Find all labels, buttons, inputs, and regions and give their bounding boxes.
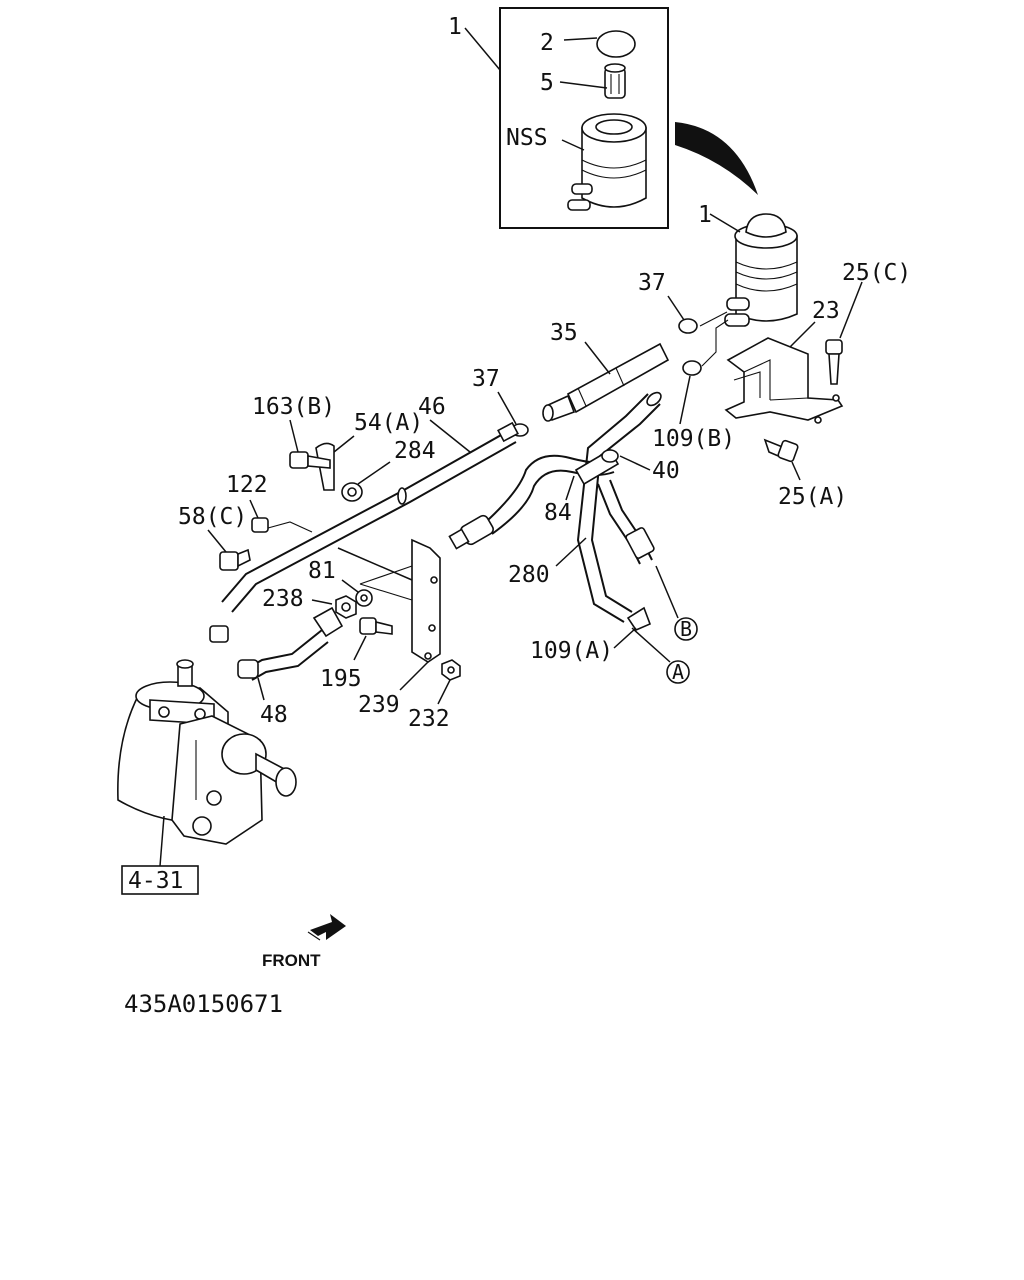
nut-232 (441, 659, 461, 681)
ref-box-label: 4-31 (128, 868, 183, 894)
callout-238: 238 (262, 586, 304, 612)
callout-280: 280 (508, 562, 550, 588)
bolt-195 (359, 617, 393, 635)
bolt-58c (219, 548, 251, 571)
reservoir-tank (724, 213, 798, 327)
pipe-48 (237, 606, 344, 681)
callout-109a: 109(A) (530, 638, 613, 664)
callout-84: 84 (544, 500, 572, 526)
callout-232: 232 (408, 706, 450, 732)
pipe-46 (209, 421, 519, 643)
front-arrow-icon (307, 914, 346, 941)
nut-284 (341, 482, 363, 502)
bolt-163b (289, 451, 331, 469)
callout-81: 81 (308, 558, 336, 584)
callout-46: 46 (418, 394, 446, 420)
front-label: FRONT (262, 951, 321, 970)
callout-37-top: 37 (638, 270, 666, 296)
callout-35: 35 (550, 320, 578, 346)
callout-23: 23 (812, 298, 840, 324)
clamp-109b (682, 319, 729, 376)
return-pipe-280 (576, 391, 662, 623)
clip-122 (251, 517, 313, 533)
callout-109b: 109(B) (652, 426, 735, 452)
callout-inset-nss: NSS (506, 125, 548, 151)
callout-25a: 25(A) (778, 484, 847, 510)
bolt-25c (825, 339, 843, 385)
bracket-plate-239 (359, 538, 441, 663)
circle-ref-a (666, 660, 690, 684)
pressure-hose-84 (448, 448, 620, 550)
callout-122: 122 (226, 472, 268, 498)
callout-54a: 54(A) (354, 410, 423, 436)
ref-box-frame (121, 865, 199, 895)
callout-48: 48 (260, 702, 288, 728)
inset-reservoir-box (499, 7, 669, 229)
callout-inset-1: 1 (448, 14, 462, 40)
circle-label-b: B (680, 617, 692, 641)
callout-37-mid: 37 (472, 366, 500, 392)
suction-hose-35 (542, 342, 670, 422)
circle-ref-b (674, 617, 698, 641)
callout-tank-1: 1 (698, 202, 712, 228)
washer-81 (355, 589, 373, 607)
callout-163b: 163(B) (252, 394, 335, 420)
bolt-25a (763, 438, 799, 463)
nut-238 (335, 595, 357, 619)
steering-gear-box (117, 659, 297, 845)
drawing-code: 435A0150671 (124, 990, 283, 1018)
callout-58c: 58(C) (178, 504, 247, 530)
clamp-109a (626, 606, 652, 631)
hose-end-b (597, 479, 655, 565)
callout-25c: 25(C) (842, 260, 911, 286)
inset-pointer-arrow (675, 122, 758, 195)
circle-label-a: A (672, 660, 684, 684)
callout-40: 40 (652, 458, 680, 484)
callout-inset-2: 2 (540, 30, 554, 56)
callout-239: 239 (358, 692, 400, 718)
callout-195: 195 (320, 666, 362, 692)
clamp-37-top (678, 311, 728, 334)
reservoir-bracket (724, 337, 844, 424)
callout-inset-5: 5 (540, 70, 554, 96)
callout-284: 284 (394, 438, 436, 464)
